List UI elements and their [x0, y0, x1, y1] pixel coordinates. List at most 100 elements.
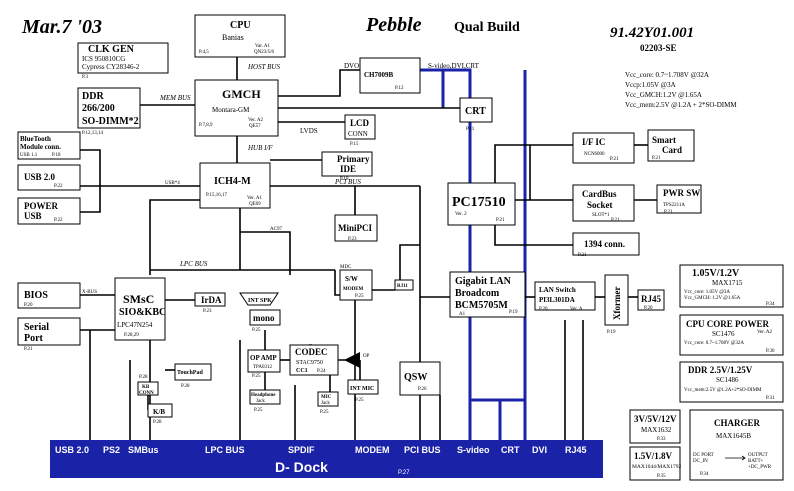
host-bus-label: HOST BUS	[247, 63, 280, 71]
kb-block: K/B P.28	[147, 403, 173, 425]
ific-page: P.21	[610, 157, 619, 162]
power-notes: Vcc_core: 0.7~1.708V @32A Vccp:1.05V @3A…	[625, 71, 737, 109]
smsc-sub2: LPC47N254	[117, 321, 153, 329]
pwr105-line1: Vcc_core: 1.05V @3A	[684, 290, 730, 295]
charger-out1: OUTPUT	[748, 453, 768, 458]
ddr-page: P.12,13,14	[82, 131, 103, 136]
cpu-block: CPU Banias P.4,5 Var. A1 QN23/5/6	[194, 14, 286, 58]
charger-sub: MAX1645B	[716, 432, 751, 440]
gmch-sub: Montara-GM	[212, 106, 250, 114]
ac97-label: AC97	[270, 227, 282, 232]
pc17510-block: PC17510 Ver. 2 P.21	[447, 182, 516, 226]
pwr15-title: 1.5V/1.8V	[634, 451, 673, 461]
cpu-title: CPU	[230, 20, 251, 31]
serial-sub: Port	[24, 333, 44, 344]
charger-out2: BATT+	[748, 459, 764, 464]
cpu-sub: Banias	[222, 33, 244, 42]
product-name: Pebble	[365, 14, 422, 36]
build-name: Qual Build	[454, 20, 520, 35]
bluetooth-title: BlueTooth	[20, 135, 51, 143]
swmodem-block: S/W MODEM P.25	[339, 269, 373, 301]
date-label: Mar.7 '03	[21, 16, 102, 38]
pide-block: Primary IDE P.18	[321, 151, 373, 182]
lanswitch-page: P.20	[539, 307, 548, 312]
minipci-title: MiniPCI	[338, 223, 372, 233]
powerusb-block: POWER USB P.22	[17, 197, 81, 225]
codec-block: CODEC STAC9750 CC1 P.24	[289, 344, 339, 376]
mic-page: P.25	[320, 410, 329, 415]
pwr105-line2: Vcc_GMCH: 1.2V @1.65A	[684, 296, 741, 301]
ich4m-ver2: QE69	[249, 202, 261, 207]
cpu-ver: Var. A1	[255, 44, 271, 49]
pwr3v-block: 3V/5V/12V MAX1632 P.33	[629, 409, 681, 444]
irda-title: IrDA	[201, 295, 222, 305]
lanswitch-ver: Ver. A	[570, 307, 583, 312]
pwr105-block: 1.05V/1.2V MAX1715 Vcc_core: 1.05V @3A V…	[679, 264, 784, 308]
bios-block: BIOS P.20	[17, 282, 81, 309]
gigalan-ver: A1	[459, 312, 466, 317]
dock-wires	[420, 68, 527, 468]
power-note: Vccp:1.05V @3A	[625, 81, 676, 89]
gigalan-sub2: BCM5705M	[455, 300, 508, 311]
dock-page: P.27	[398, 470, 410, 476]
mic-title: MIC	[321, 395, 332, 400]
hub-if-label: HUB I/F	[247, 144, 273, 152]
qsw-page: P.26	[418, 387, 427, 392]
pwr105-page: P.34	[766, 302, 775, 307]
opamp-title: OP AMP	[250, 354, 277, 362]
dock-port: SMBus	[128, 445, 159, 455]
codec-sub2: CC1	[296, 368, 308, 374]
cardbus-sub2: SLOT*1	[592, 213, 610, 218]
opamp-page: P.25	[252, 374, 261, 379]
lcd-block: LCD CONN P.15	[344, 114, 376, 147]
cardbus-block: CardBus Socket SLOT*1 P.21	[572, 184, 635, 223]
kb-page: P.28	[153, 420, 162, 425]
rj45-page: P.20	[644, 306, 653, 311]
lcd-title: LCD	[350, 118, 370, 128]
serial-block: Serial Port P.21	[17, 317, 81, 352]
cpucore-line1: Vcc_core: 0.7~1.708V @32A	[684, 341, 744, 346]
smsc-sub: SIO&KBC	[119, 307, 166, 318]
clkgen-page: P.3	[82, 75, 88, 80]
cpu-ver2: QN23/5/6	[254, 50, 275, 55]
pwrsw-page: P.21	[664, 210, 673, 215]
pwr15-block: 1.5V/1.8V MAX1644/MAX1792 P.35	[629, 446, 681, 481]
serial-page: P.21	[24, 347, 33, 352]
dock-port: MODEM	[355, 445, 390, 455]
pc17510-page: P.21	[496, 218, 505, 223]
ieee1394-title: 1394 conn.	[584, 239, 625, 249]
headphone-page: P.25	[254, 408, 263, 413]
rj45-block: RJ45 P.20	[637, 289, 665, 311]
smsc-block: SMsC SIO&KBC LPC47N254 P.28,29	[114, 277, 166, 341]
xformer-block: Xformer P.19	[604, 274, 629, 335]
charger-in1: DC PORT	[693, 453, 714, 458]
pwr3v-sub: MAX1632	[641, 426, 672, 434]
gigalan-title: Gigabit LAN	[455, 276, 512, 287]
op-label: OP	[363, 354, 370, 359]
intspk-title: INT SPK	[248, 298, 272, 304]
ddr-sub2: SO-DIMM*2	[82, 116, 139, 127]
dock-title: D- Dock	[275, 459, 328, 475]
dock-port: CRT	[501, 445, 520, 455]
usb4-label: USB*4	[165, 181, 180, 186]
gigalan-sub: Broadcom	[455, 288, 500, 299]
lanswitch-sub: PI3L301DA	[539, 296, 575, 304]
smartcard-title: Smart	[652, 135, 676, 145]
cpu-page: P.4,5	[199, 50, 209, 55]
dock-port: LPC BUS	[205, 445, 245, 455]
ific-block: I/F IC NCN6000 P.21	[572, 132, 635, 164]
dock-port: DVI	[532, 445, 547, 455]
lanswitch-block: LAN Switch PI3L301DA P.20 Ver. A	[534, 281, 596, 312]
charger-title: CHARGER	[714, 418, 761, 428]
crt-title: CRT	[465, 106, 486, 117]
pide-page: P.18	[340, 177, 349, 182]
dock-port: USB 2.0	[55, 445, 89, 455]
part-number: 91.42Y01.001	[610, 25, 694, 41]
ieee1394-block: 1394 conn. P.21	[572, 232, 640, 258]
gigalan-block: Gigabit LAN Broadcom BCM5705M A1 P.19	[449, 271, 526, 318]
ch7009-page: P.12	[395, 86, 404, 91]
crt-block: CRT P.11	[459, 97, 493, 132]
cpucore-block: CPU CORE POWER SC1476 Ver. A2 Vcc_core: …	[679, 314, 784, 356]
smartcard-sub: Card	[662, 145, 682, 155]
